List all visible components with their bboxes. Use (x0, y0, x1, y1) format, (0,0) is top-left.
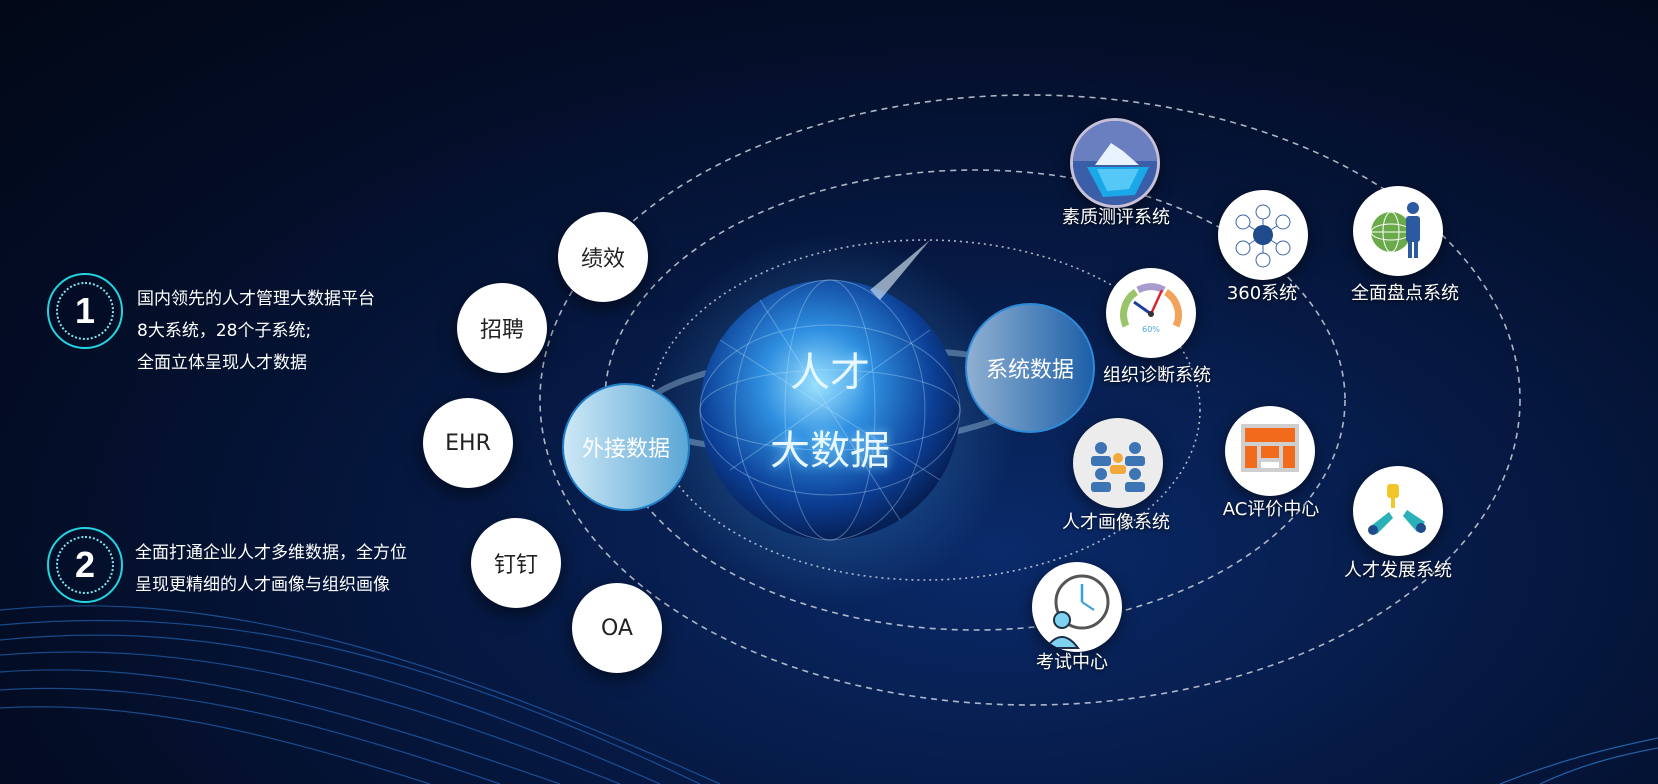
feature-badge-2: 2 (47, 527, 123, 603)
source-performance: 绩效 (558, 212, 648, 302)
external-data-hub: 外接数据 (562, 383, 690, 511)
system-label-quality-assessment: 素质测评系统 (1062, 207, 1170, 228)
meeting-room-icon (1241, 424, 1299, 472)
clock-person-icon (1044, 574, 1110, 649)
system-label-org-diagnosis: 组织诊断系统 (1103, 365, 1211, 386)
system-360 (1218, 190, 1308, 280)
people-group-icon (1091, 442, 1145, 492)
network-diagram-icon (1235, 204, 1291, 268)
system-talent-development (1353, 466, 1443, 556)
system-label-talent-profile: 人才画像系统 (1062, 512, 1170, 533)
orbit-outer (539, 94, 1521, 706)
system-label-talent-development: 人才发展系统 (1344, 560, 1452, 581)
gauge-value: 60% (1142, 325, 1160, 334)
feature-text-2: 全面打通企业人才多维数据，全方位 呈现更精细的人才画像与组织画像 (135, 537, 407, 601)
helping-hands-icon (1368, 484, 1426, 535)
gauge-icon: 60% (1120, 283, 1182, 334)
system-label-exam-center: 考试中心 (1036, 652, 1108, 673)
system-talent-profile (1073, 418, 1163, 508)
system-org-diagnosis: 60% (1106, 268, 1196, 358)
system-label-360: 360系统 (1226, 283, 1298, 304)
source-ehr: EHR (423, 398, 513, 488)
globe-icon (700, 280, 960, 540)
system-quality-assessment (1070, 118, 1160, 208)
feature-2-line-2: 呈现更精细的人才画像与组织画像 (135, 575, 390, 595)
source-dingtalk: 钉钉 (471, 518, 561, 608)
source-recruitment: 招聘 (457, 283, 547, 373)
feature-1-line-2: 8大系统，28个子系统; (137, 321, 312, 341)
system-label-full-inventory: 全面盘点系统 (1351, 283, 1459, 304)
core-title-line-1: 人才 (790, 350, 870, 396)
system-data-hub: 系统数据 (965, 303, 1095, 433)
feature-1-line-1: 国内领先的人才管理大数据平台 (137, 289, 375, 309)
feature-badge-1: 1 (47, 273, 123, 349)
system-full-inventory (1353, 186, 1443, 276)
system-ac-center (1225, 406, 1315, 496)
globe-person-icon (1370, 202, 1420, 258)
source-oa: OA (572, 583, 662, 673)
system-exam-center (1032, 562, 1122, 652)
wave-lines (0, 605, 1658, 784)
feature-text-1: 国内领先的人才管理大数据平台 8大系统，28个子系统; 全面立体呈现人才数据 (137, 283, 375, 379)
orbit-middle (604, 169, 1346, 631)
feature-1-line-3: 全面立体呈现人才数据 (137, 353, 307, 373)
core-title-line-2: 大数据 (770, 428, 890, 474)
feature-2-line-1: 全面打通企业人才多维数据，全方位 (135, 543, 407, 563)
system-label-ac-center: AC评价中心 (1222, 499, 1320, 520)
